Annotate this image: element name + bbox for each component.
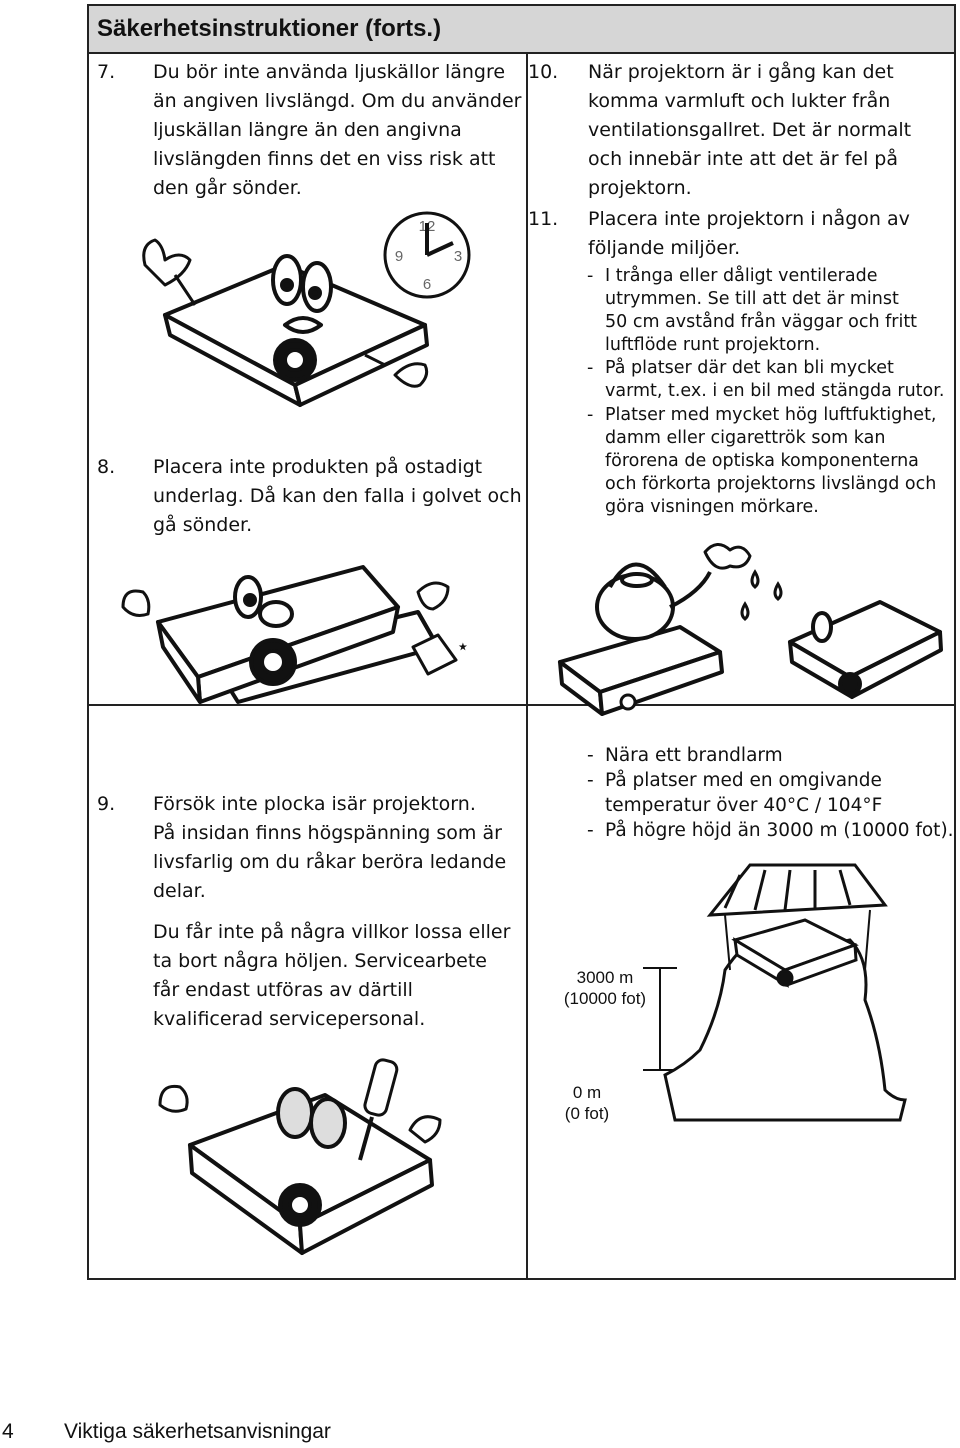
item-line: Placera inte produkten på ostadigt: [153, 456, 483, 478]
projector-icon: [142, 238, 429, 407]
item-line: livslängden finns det en viss risk att: [153, 148, 496, 170]
item-line: Du får inte på några villkor lossa eller: [153, 921, 511, 943]
footer-title: Viktiga säkerhetsanvisningar: [64, 1420, 331, 1443]
clock-label-3: 3: [454, 248, 462, 265]
stove-icon: [558, 625, 724, 716]
item-line: ta bort några höljen. Servicearbete: [153, 950, 487, 972]
disassembly-illustration: [158, 1058, 442, 1255]
altitude-top-label-1: 3000 m: [577, 968, 634, 987]
projector-icon: [158, 1084, 442, 1255]
item-line: ljuskällan längre än den angivna: [153, 119, 462, 141]
heat-moisture-illustration: [558, 543, 943, 716]
section-title: Säkerhetsinstruktioner (forts.): [97, 15, 442, 42]
kettle-icon: [595, 562, 712, 641]
screwdriver-icon: [358, 1058, 399, 1161]
item-line: ventilationsgallret. Det är normalt: [588, 119, 912, 141]
projector-icon: [788, 600, 943, 699]
projector-clock-illustration: 12 3 6 9: [142, 211, 471, 407]
section-header: Säkerhetsinstruktioner (forts.): [89, 6, 954, 54]
item-line: underlag. Då kan den falla i golvet och: [153, 485, 522, 507]
item-line: och innebär inte att det är fel på: [588, 148, 898, 170]
steam-icon: [703, 543, 752, 570]
splash-icon: ٭: [458, 636, 468, 657]
row-divider: [89, 704, 954, 706]
altitude-bottom-label-1: 0 m: [573, 1083, 601, 1102]
altitude-bottom-label-2: (0 fot): [565, 1104, 609, 1123]
item-line: livsfarlig om du råkar beröra ledande: [153, 851, 507, 873]
altitude-illustration: 3000 m (10000 fot) 0 m (0 fot): [564, 863, 907, 1123]
item-line: På insidan finns högspänning som är: [153, 822, 502, 844]
item-line: komma varmluft och lukter från: [588, 90, 891, 112]
item-line: får endast utföras av därtill: [153, 979, 413, 1001]
altitude-top-label-2: (10000 fot): [564, 989, 646, 1008]
item-line: gå sönder.: [153, 514, 253, 536]
column-divider: [526, 52, 528, 1278]
page-number: 4: [2, 1420, 14, 1443]
item-line: kvalificerad servicepersonal.: [153, 1008, 426, 1030]
item-line: Försök inte plocka isär projektorn.: [153, 793, 476, 815]
drops-icon: [740, 569, 783, 621]
item-number: 10.: [528, 61, 559, 83]
item-line: följande miljöer.: [588, 237, 741, 259]
item-number: 11.: [528, 208, 559, 230]
item-line: den går sönder.: [153, 177, 302, 199]
item-line: delar.: [153, 880, 206, 902]
item-line: projektorn.: [588, 177, 692, 199]
projector-icon: [121, 565, 458, 704]
falling-projector-illustration: ٭: [121, 565, 468, 704]
projector-icon: [731, 918, 859, 988]
clock-icon: 12 3 6 9: [383, 211, 471, 299]
clock-label-9: 9: [395, 248, 403, 265]
item-number: 8.: [97, 456, 116, 478]
instruction-frame: Säkerhetsinstruktioner (forts.): [87, 4, 956, 1280]
item-line: Placera inte projektorn i någon av: [588, 208, 910, 230]
item-line: än angiven livslängd. Om du använder: [153, 90, 522, 112]
item-number: 9.: [97, 793, 116, 815]
clock-label-6: 6: [423, 276, 431, 293]
item-line: Du bör inte använda ljuskällor längre: [153, 61, 506, 83]
item-number: 7.: [97, 61, 116, 83]
item-line: När projektorn är i gång kan det: [588, 61, 894, 83]
